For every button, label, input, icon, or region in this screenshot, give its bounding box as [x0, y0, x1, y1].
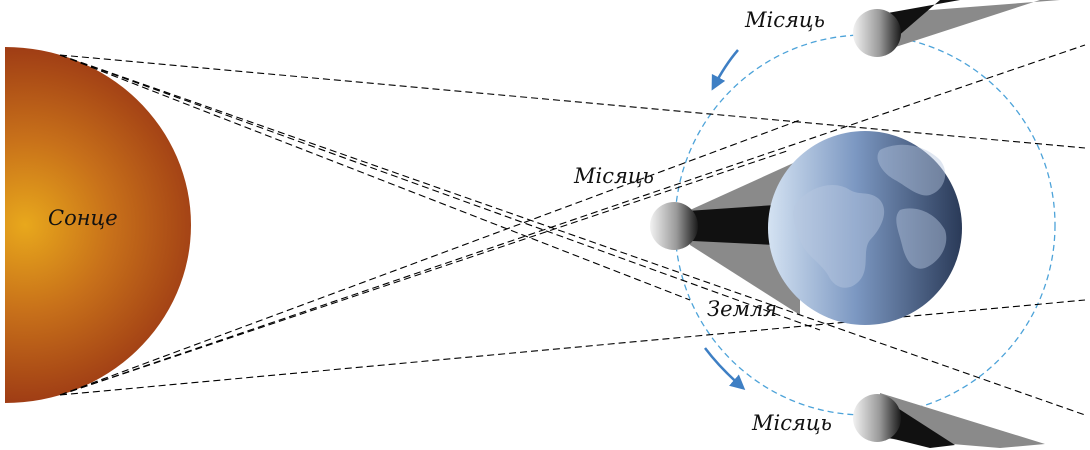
- earth-shadow: [672, 160, 800, 315]
- moon-top-label: Місяць: [744, 8, 825, 32]
- top-moon-penumbra: [880, 0, 1060, 52]
- moon-bottom-label: Місяць: [751, 411, 832, 435]
- earth-continents: [793, 144, 947, 288]
- sun-label: Сонце: [48, 206, 118, 230]
- moon-left: [650, 202, 698, 250]
- sun-rays: [59, 44, 1086, 416]
- bottom-moon-umbra: [882, 398, 955, 448]
- moon-bottom: [853, 394, 901, 442]
- orbit-arrow-bottom: [704, 347, 746, 390]
- top-moon-umbra: [882, 0, 960, 50]
- moon-left-label: Місяць: [573, 164, 654, 188]
- earth-umbra: [672, 205, 775, 245]
- sun: [5, 47, 191, 403]
- earth: [768, 131, 962, 325]
- earth-label: Земля: [707, 297, 777, 321]
- orbit-arrow-top: [711, 49, 739, 91]
- moon-top: [853, 9, 901, 57]
